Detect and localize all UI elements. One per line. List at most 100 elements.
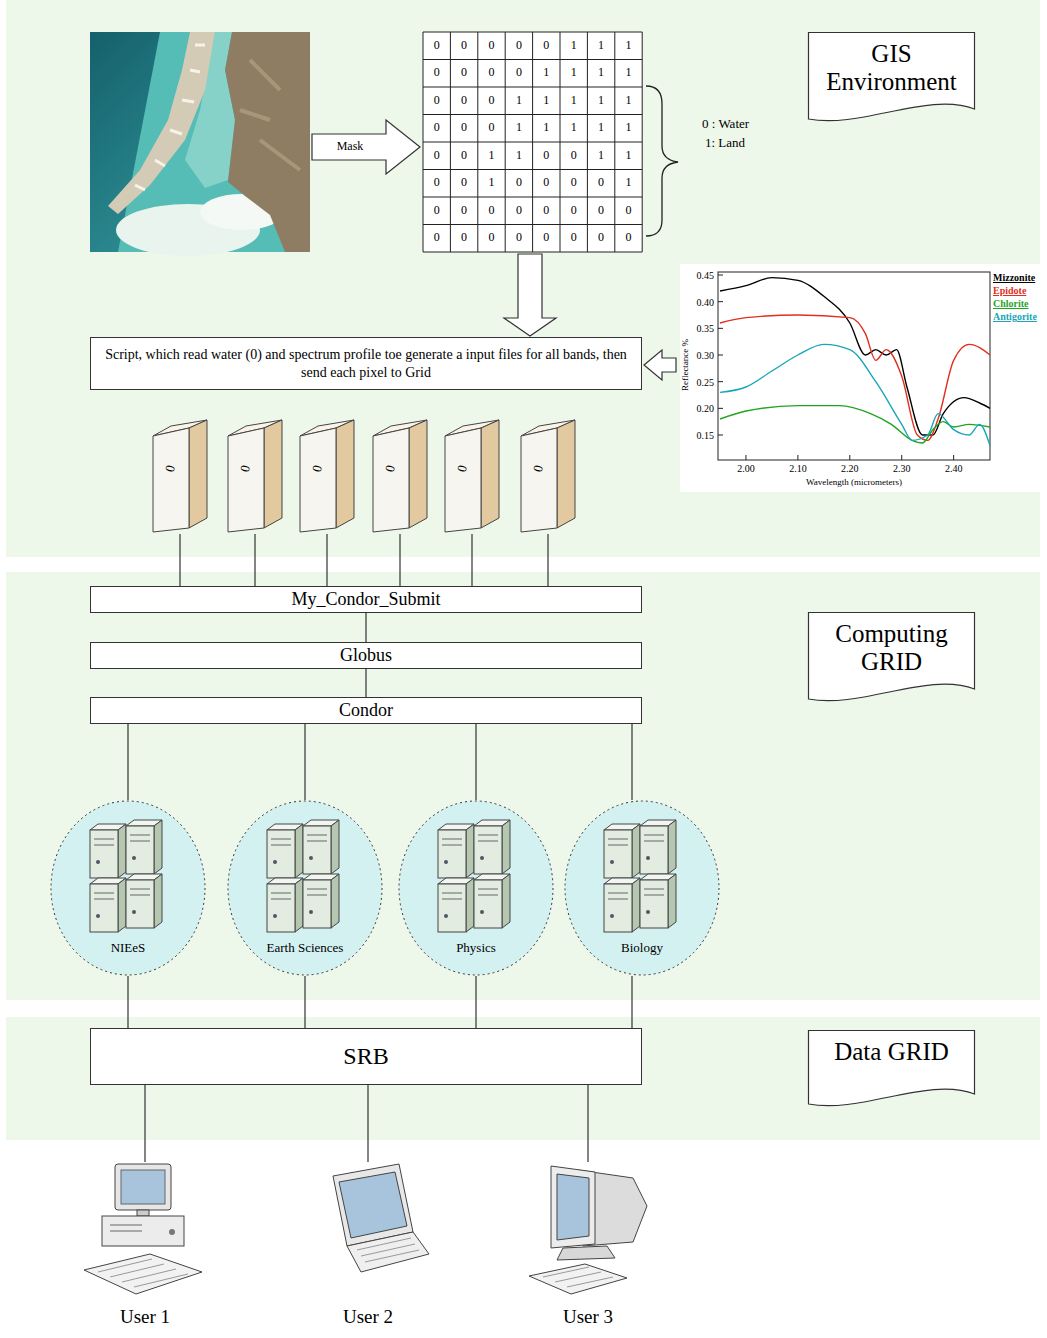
connector-line xyxy=(127,724,128,800)
matrix-cell: 0 xyxy=(489,204,495,217)
matrix-cell: 0 xyxy=(571,149,577,162)
matrix-cell: 0 xyxy=(489,67,495,80)
matrix-cell: 0 xyxy=(626,204,632,217)
storage-bar: SRB xyxy=(90,1028,642,1085)
axis-value: 0.20 xyxy=(697,403,715,414)
file-shape xyxy=(226,418,284,534)
connector-line xyxy=(365,669,366,697)
axis-tick xyxy=(849,455,850,460)
matrix-cell: 0 xyxy=(516,39,522,52)
chart-frame xyxy=(718,272,990,460)
file-shape xyxy=(298,418,356,534)
connector-line xyxy=(144,1085,145,1162)
matrix-cell: 1 xyxy=(598,94,604,107)
chart-ground xyxy=(680,264,1047,492)
matrix-cell: 1 xyxy=(626,149,632,162)
axis-tick xyxy=(901,455,902,460)
matrix-cell: 0 xyxy=(516,67,522,80)
matrix-cell: 0 xyxy=(461,67,467,80)
mask-arrow xyxy=(312,120,420,174)
node-text: Data GRID xyxy=(808,1030,975,1066)
user-computer: User 2 xyxy=(303,1162,433,1334)
matrix-cell: 0 xyxy=(516,232,522,245)
user-computer: User 1 xyxy=(80,1162,210,1334)
grid-line xyxy=(560,32,561,252)
connector-line xyxy=(471,534,472,586)
axis-value: 0.40 xyxy=(697,296,715,307)
connector-line xyxy=(547,534,548,586)
matrix-cell: 0 xyxy=(543,39,549,52)
legend-entry: Mizzonite xyxy=(993,272,1035,283)
file-box: 0 xyxy=(226,418,284,534)
connector-line xyxy=(399,534,400,586)
matrix-cell: 0 xyxy=(543,149,549,162)
key-note: 1: Land xyxy=(705,136,745,150)
connector-line xyxy=(475,976,476,1028)
matrix-cell: 0 xyxy=(516,177,522,190)
file-shape xyxy=(151,418,209,534)
connector-line xyxy=(179,534,180,586)
connector-line xyxy=(367,1085,368,1162)
server-cluster: NIEeS xyxy=(50,800,206,976)
connector-line xyxy=(254,534,255,586)
matrix-cell: 1 xyxy=(516,94,522,107)
file-shape xyxy=(519,418,577,534)
node-text: Earth Sciences xyxy=(227,941,383,955)
matrix-cell: 0 xyxy=(489,94,495,107)
axis-value: 2.40 xyxy=(945,463,963,474)
grid-line xyxy=(587,32,588,252)
axis-value: 2.10 xyxy=(789,463,807,474)
connector-line xyxy=(475,724,476,800)
middleware-bar: Condor xyxy=(90,697,642,724)
matrix-cell: 0 xyxy=(489,122,495,135)
section-band xyxy=(6,572,1040,1000)
matrix-cell: 0 xyxy=(489,39,495,52)
matrix-cell: 1 xyxy=(598,149,604,162)
matrix-cell: 0 xyxy=(571,204,577,217)
computer-icon xyxy=(303,1162,433,1302)
legend-entry: Epidote xyxy=(993,285,1026,296)
matrix-cell: 0 xyxy=(434,67,440,80)
matrix-cell: 1 xyxy=(626,39,632,52)
axis-title: Wavelength (micrometers) xyxy=(806,478,902,488)
connector-line xyxy=(365,613,366,642)
matrix-cell: 1 xyxy=(489,177,495,190)
matrix-cell: 1 xyxy=(626,122,632,135)
node-text: My_Condor_Submit xyxy=(95,589,637,611)
satellite-image xyxy=(90,32,310,256)
section-band xyxy=(6,1017,1040,1140)
matrix-cell: 0 xyxy=(434,122,440,135)
computer-icon xyxy=(523,1162,653,1302)
matrix-cell: 0 xyxy=(571,177,577,190)
grid-line xyxy=(423,142,642,143)
connector-line xyxy=(631,724,632,800)
server-cluster: Earth Sciences xyxy=(227,800,383,976)
matrix-cell: 0 xyxy=(598,232,604,245)
matrix-cell: 1 xyxy=(543,94,549,107)
server-cluster: Biology xyxy=(564,800,720,976)
axis-tick xyxy=(718,381,723,382)
axis-tick xyxy=(718,408,723,409)
key-note: 0 : Water xyxy=(702,117,749,131)
server-cluster: Physics xyxy=(398,800,554,976)
axis-tick xyxy=(718,301,723,302)
matrix-cell: 1 xyxy=(571,122,577,135)
node-text: User 3 xyxy=(523,1307,653,1328)
connector-line xyxy=(587,1085,588,1162)
matrix-cell: 1 xyxy=(489,149,495,162)
arrow-label: Mask xyxy=(337,140,364,153)
matrix-cell: 0 xyxy=(461,177,467,190)
axis-value: 0.25 xyxy=(697,376,715,387)
connector-line xyxy=(326,534,327,586)
axis-tick xyxy=(718,275,723,276)
matrix-cell: 0 xyxy=(543,177,549,190)
flow-arrow xyxy=(644,350,676,380)
node-text: Computing GRID xyxy=(808,612,975,675)
axis-tick xyxy=(953,455,954,460)
file-box: 0 xyxy=(443,418,501,534)
matrix-cell: 1 xyxy=(571,67,577,80)
axis-tick xyxy=(718,434,723,435)
matrix-cell: 0 xyxy=(434,94,440,107)
node-text: NIEeS xyxy=(50,941,206,955)
